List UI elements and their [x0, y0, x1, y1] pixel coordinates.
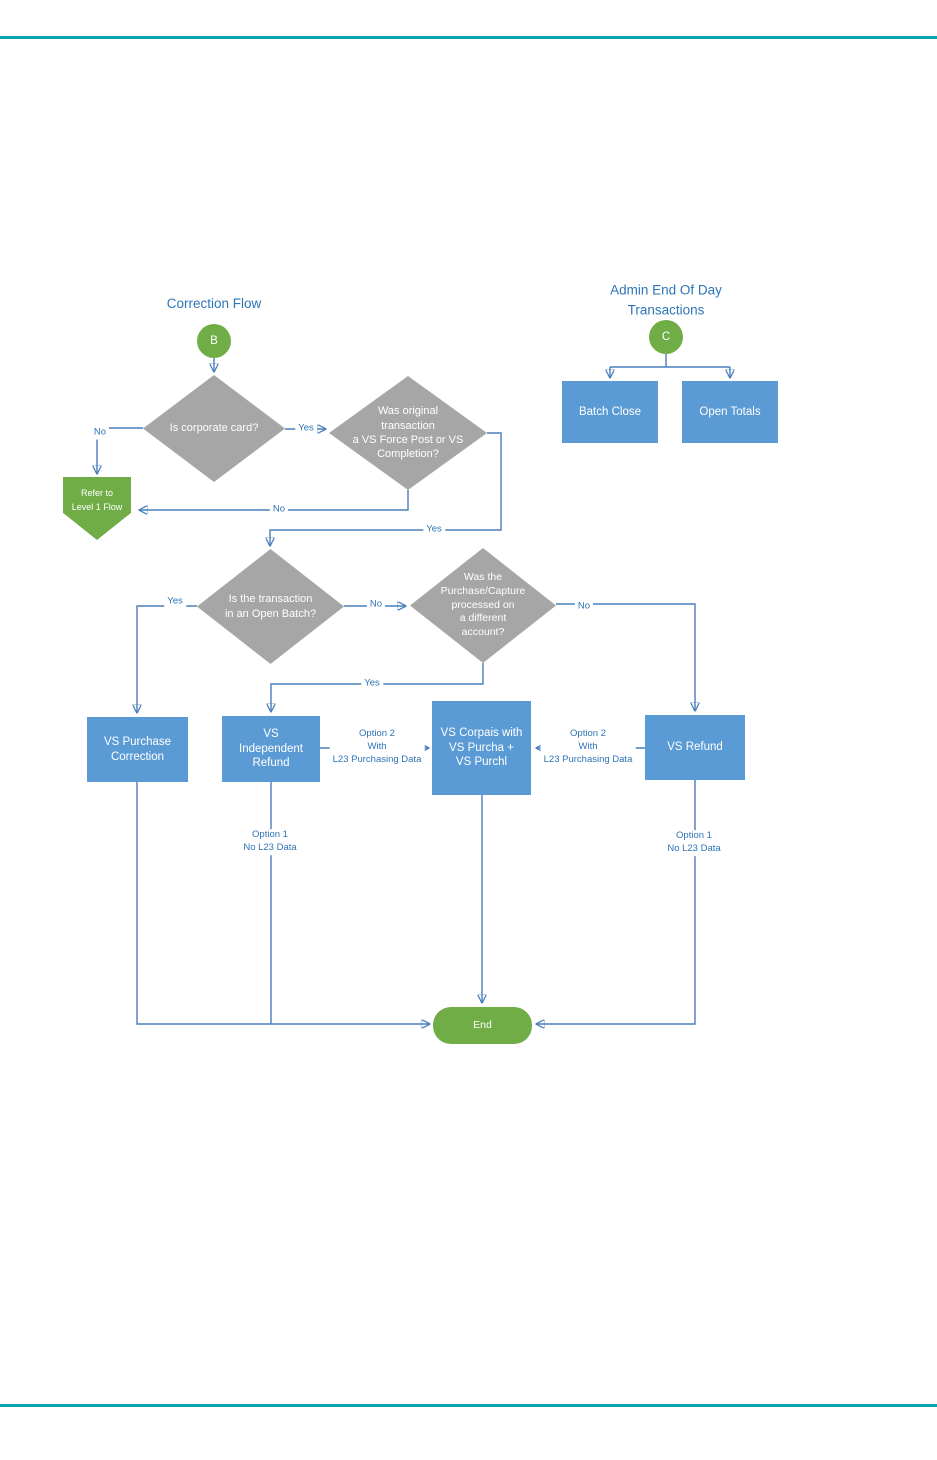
vs-corpais-node: VS Corpais with VS Purcha + VS Purchl: [432, 701, 531, 795]
start-node-c: C: [649, 320, 683, 354]
edge-label-d2-no: No: [269, 503, 289, 517]
vs-refund-node: VS Refund: [645, 715, 745, 780]
edge-d2-no-to-refer: [140, 490, 409, 510]
batch-close-node: Batch Close: [562, 381, 658, 443]
refer-level1-flow-node: Refer to Level 1 Flow: [63, 477, 131, 540]
edge-d3-yes-to-purchase-correction: [137, 605, 197, 712]
end-node: End: [433, 1007, 532, 1044]
edge-label-d4-no: No: [574, 600, 594, 614]
edge-label-d4-yes: Yes: [361, 677, 383, 691]
edge-label-d2-yes: Yes: [423, 523, 445, 537]
page-top-rule: [0, 36, 937, 39]
edge-label-option1-right: Option 1 No L23 Data: [664, 830, 724, 856]
open-totals-node: Open Totals: [682, 381, 778, 443]
start-node-b: B: [197, 324, 231, 358]
admin-eod-title: Admin End Of Day Transactions: [610, 282, 722, 317]
correction-flow-title: Correction Flow: [166, 296, 262, 312]
edge-label-option2-right: Option 2 With L23 Purchasing Data: [540, 727, 636, 767]
edge-d4-no-to-vs-refund: [556, 603, 695, 710]
edge-label-d1-no: No: [90, 426, 110, 440]
edge-d2-yes-to-d3: [270, 432, 502, 545]
edge-label-d1-yes: Yes: [295, 422, 317, 436]
vs-purchase-correction-node: VS Purchase Correction: [87, 717, 188, 782]
page-bottom-rule: [0, 1404, 937, 1407]
vs-independent-refund-node: VS Independent Refund: [222, 716, 320, 782]
edge-purchase-correction-to-end: [136, 782, 429, 1024]
edge-label-d3-no: No: [366, 598, 386, 612]
edge-label-option1-left: Option 1 No L23 Data: [240, 829, 300, 855]
edge-vs-refund-to-end: [537, 780, 696, 1024]
edge-label-d3-yes: Yes: [164, 595, 186, 609]
edge-label-option2-left: Option 2 With L23 Purchasing Data: [329, 727, 425, 767]
